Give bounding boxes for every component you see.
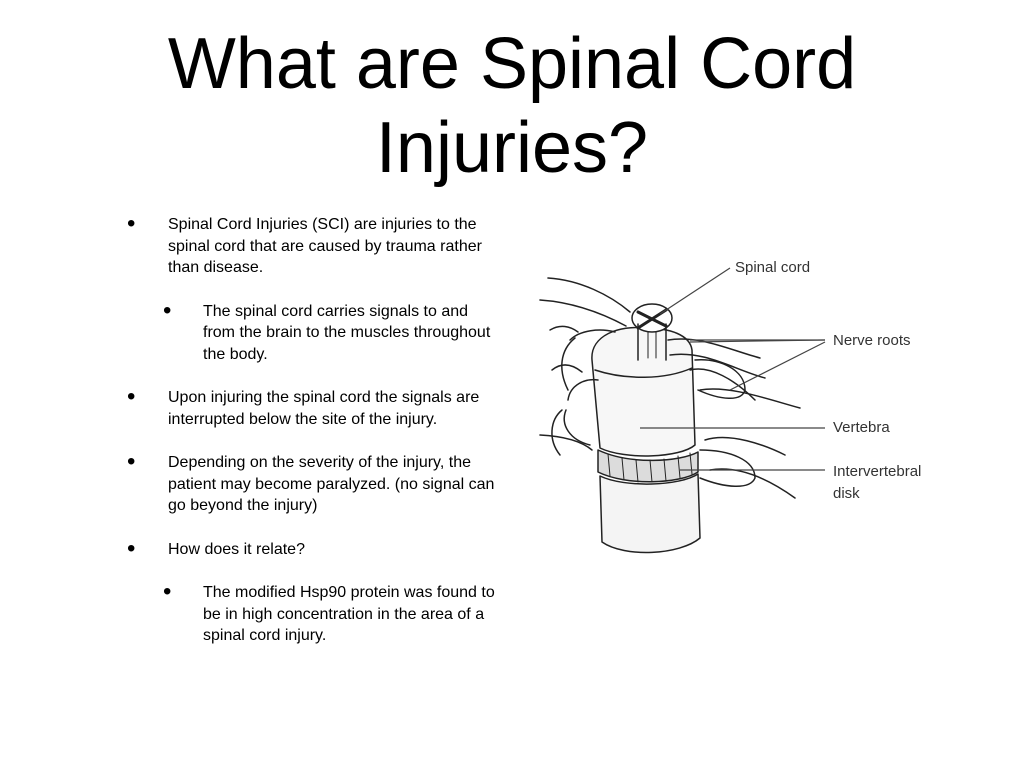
bullet-text: Spinal Cord Injuries (SCI) are injuries … (168, 216, 482, 276)
bullet-dot: • (127, 210, 136, 237)
bullet-dot: • (127, 383, 136, 410)
bullet-dot: • (127, 448, 136, 475)
bullet-item: • Upon injuring the spinal cord the sign… (125, 383, 495, 430)
label-intervertebral: Intervertebral (833, 463, 921, 480)
bullet-dot: • (163, 578, 172, 605)
label-nerve-roots: Nerve roots (833, 332, 911, 349)
bullet-list: • Spinal Cord Injuries (SCI) are injurie… (125, 210, 495, 669)
sub-bullet-item: • The modified Hsp90 protein was found t… (125, 578, 495, 647)
bullet-text: Depending on the severity of the injury,… (168, 454, 495, 514)
bullet-item: • Depending on the severity of the injur… (125, 448, 495, 517)
bullet-item: • How does it relate? (125, 534, 495, 562)
slide-title: What are Spinal Cord Injuries? (167, 24, 857, 188)
spine-diagram: Spinal cord Nerve roots Vertebra Interve… (539, 259, 921, 554)
bullet-dot: • (163, 296, 172, 324)
sub-bullet-item: • The spinal cord carries signals to and… (125, 296, 495, 366)
bullet-text: How does it relate? (168, 540, 305, 558)
bullet-dot: • (127, 534, 136, 562)
label-disk: disk (833, 485, 860, 502)
bullet-text: Upon injuring the spinal cord the signal… (168, 389, 480, 428)
bullet-item: • Spinal Cord Injuries (SCI) are injurie… (125, 210, 495, 279)
label-vertebra: Vertebra (833, 419, 890, 436)
bullet-text: The spinal cord carries signals to and f… (203, 302, 491, 363)
label-spinal-cord: Spinal cord (735, 259, 810, 276)
bullet-text: The modified Hsp90 protein was found to … (203, 584, 495, 644)
